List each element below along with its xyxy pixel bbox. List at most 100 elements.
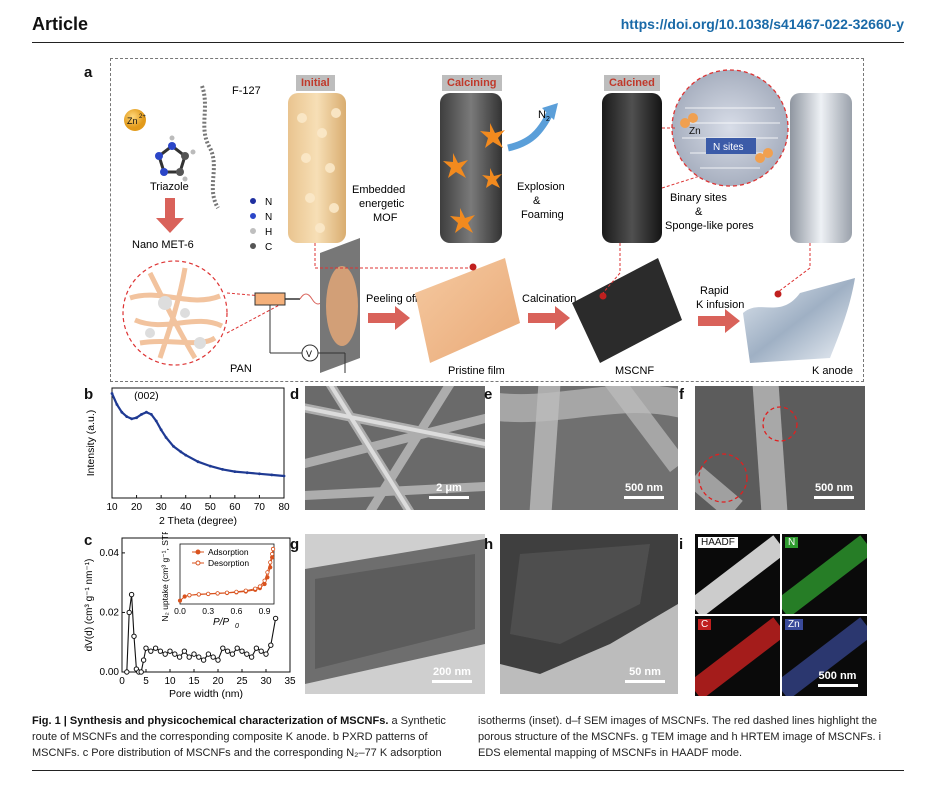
arrow-calcination-icon [528,306,570,330]
inset-point-0 [177,598,183,603]
legend-c: C [265,242,272,253]
xtick-label-c-7: 35 [284,676,296,687]
triazole-label: Triazole [150,181,189,193]
data-point-c [200,657,207,663]
data-point-c [229,651,236,657]
inset-point-1 [234,589,239,594]
stage-calcined-tag: Calcined [604,75,660,91]
explosion-line3: Foaming [521,209,564,221]
n2-label: N [538,109,546,121]
xtick-label-c-5: 25 [236,676,248,687]
scale-text-d: 2 μm [436,482,462,494]
data-point-c [124,669,130,675]
tem-fiber-g [305,539,485,684]
inset-point-1 [265,570,270,575]
pristine-label: Pristine film [448,365,505,377]
data-point-c [126,609,132,616]
panel-label-e: e [484,386,493,403]
arrow-peeling-icon [368,306,410,330]
scale-text-h: 50 nm [629,666,661,678]
inset-point-1 [253,586,258,591]
inset-xtick-label-1: 0.3 [202,606,214,616]
data-point-c [186,654,192,660]
data-point-c [248,654,255,660]
scale-text-i: 500 nm [818,670,857,682]
data-point-c [128,591,135,598]
axes-frame-b [111,387,285,499]
ytick-label-c-1: 0.02 [100,607,120,618]
electrospinning-setup-icon [254,238,360,373]
xtick-label-b-2: 30 [156,502,168,513]
page-header: Article https://doi.org/10.1038/s41467-0… [32,6,904,43]
data-point-c [191,651,197,657]
caption-text-2: isotherms (inset). d–f SEM images of MSC… [478,715,882,759]
data-point-b [164,436,168,439]
zn-charge: 2+ [139,114,146,120]
inset-point-1 [262,578,267,583]
data-point-c [205,651,212,657]
k-anode-label: K anode [812,365,853,377]
scale-bar-h: 50 nm [620,666,670,683]
data-point-c [172,651,178,657]
inset-point-1 [257,584,262,589]
scale-text-f: 500 nm [815,482,853,494]
nano-met-label: Nano MET-6 [132,239,194,251]
data-point-c [244,651,250,657]
data-point-c [148,648,154,654]
caption-text-1: a Synthetic route of MSCNFs and the corr… [32,715,446,759]
stage-initial-tag: Initial [296,75,335,91]
data-point-c [224,648,231,654]
doi-link[interactable]: https://doi.org/10.1038/s41467-022-32660… [620,16,904,32]
pristine-film-icon [415,258,520,363]
data-point-c [152,645,159,651]
data-point-b [208,464,212,468]
data-point-c [210,654,216,660]
data-point-b [196,460,200,464]
data-point-b [125,415,129,418]
data-point-b [149,413,153,416]
legend-dot-c [250,243,256,249]
data-point-b [172,444,175,448]
data-point-b [115,403,119,406]
ytick-label-c-0: 0.00 [100,667,120,678]
stage-calcining-tag: Calcining [442,75,502,91]
embedded-line2: energetic [359,198,405,210]
rapid-line2: K infusion [696,299,744,311]
inset-legend-label-1: Desorption [208,558,249,568]
sem-fibers-e [500,386,678,510]
series-line-b [110,393,285,478]
caption-title: Fig. 1 | Synthesis and physicochemical c… [32,715,389,727]
sem-fibers-f [695,386,798,510]
panel-label-d: d [290,386,300,403]
legend-dot-n2 [250,213,256,219]
xtick-label-b-5: 60 [229,502,241,513]
data-point-b [179,450,183,454]
panel-label-h: h [484,536,494,553]
inset-point-1 [270,546,276,552]
sem-fibers-d [305,386,485,510]
axes-frame-c [121,537,291,673]
arrow-infusion-icon [698,309,740,333]
data-point-c [258,648,264,654]
panel-label-b: b [84,386,94,403]
scale-bar-g: 200 nm [423,666,481,683]
legend-dot-n1 [250,198,256,204]
explosion-line1: Explosion [517,181,565,193]
schematic-frame [110,58,864,382]
scale-bar-f: 500 nm [805,482,863,499]
explosion-line2: & [533,195,541,207]
k-anode-film-icon [743,278,855,363]
k-anode-cylinder [790,93,852,243]
data-point-b [140,413,143,416]
data-point-c [143,645,149,651]
sem-image-f: 500 nm [695,386,865,510]
binary-line2: & [695,206,703,218]
calcination-label: Calcination [522,293,576,305]
data-point-b [221,468,224,471]
inset-point-1 [224,590,230,595]
sem-image-e: 500 nm [500,386,678,510]
mscnf-film-icon [572,258,682,363]
legend-dot-h [250,228,256,234]
caption-column-1: Fig. 1 | Synthesis and physicochemical c… [32,713,460,761]
